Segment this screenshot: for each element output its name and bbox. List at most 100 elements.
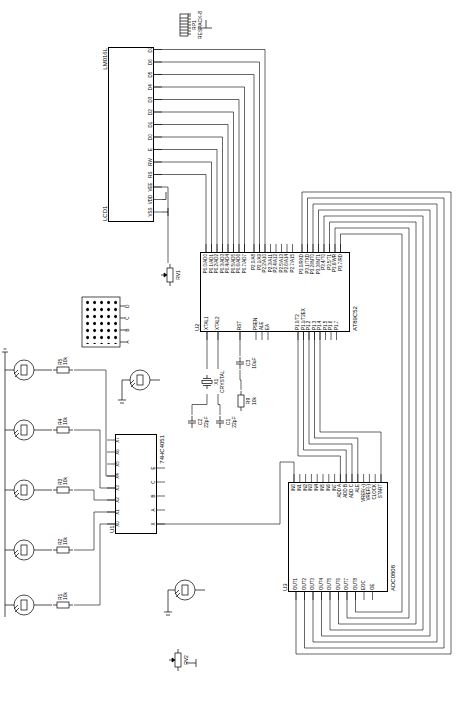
pin-lead bbox=[317, 474, 318, 482]
pin-label: P1.6 bbox=[329, 321, 334, 330]
pin-label: X2 bbox=[116, 497, 121, 503]
pin-label: D1 bbox=[149, 122, 154, 128]
pin-label: P2.4/A12 bbox=[274, 254, 279, 273]
pin-lead bbox=[287, 244, 288, 252]
pin-label: P2.5/A13 bbox=[279, 254, 284, 273]
capacitor: C122pF bbox=[214, 415, 238, 429]
pin-label: PSEN bbox=[254, 318, 259, 330]
pin-label: P1.5 bbox=[323, 321, 328, 330]
pin-label: VREF(-) bbox=[367, 484, 372, 501]
part-value: RESPACK-8 bbox=[198, 11, 204, 39]
pin-label: E bbox=[152, 466, 157, 469]
pin-label: VDD bbox=[149, 195, 154, 205]
wire bbox=[296, 192, 451, 654]
pin-label: IN4 bbox=[315, 484, 320, 491]
pin-label: P1.3 bbox=[312, 321, 317, 330]
pin-lead bbox=[157, 496, 165, 497]
pin-lead bbox=[336, 332, 337, 340]
wire bbox=[74, 512, 115, 550]
part-value: 22pF bbox=[232, 416, 238, 427]
pin-label: P3.6/WR bbox=[333, 254, 338, 272]
resistor: R910k bbox=[236, 390, 258, 412]
resistor: R410k bbox=[52, 416, 74, 435]
part-ref: LCD1 bbox=[102, 206, 108, 221]
resistor: R210k bbox=[52, 536, 74, 555]
pin-lead bbox=[157, 468, 165, 469]
pin-label: OE bbox=[370, 583, 375, 590]
pin-label: P3.5/T1 bbox=[327, 254, 332, 270]
part-ref: U1 bbox=[109, 525, 115, 533]
pin-label: X4 bbox=[116, 473, 121, 479]
pin-lead bbox=[107, 452, 115, 453]
resistor: R110k bbox=[52, 591, 74, 610]
lcd-module: LCD1LM016L bbox=[108, 47, 154, 222]
resistor-symbol bbox=[53, 546, 73, 554]
part-value: 10k bbox=[63, 417, 69, 425]
pin-label: VSS bbox=[149, 207, 154, 216]
pin-label: P3.3/INT1 bbox=[316, 254, 321, 274]
pin-label: P3.4/T0 bbox=[322, 254, 327, 270]
wire bbox=[192, 394, 207, 415]
pin-lead bbox=[363, 474, 364, 482]
wire bbox=[298, 332, 381, 482]
resistor-symbol bbox=[53, 426, 73, 434]
potentiometer: RV2 bbox=[168, 648, 191, 672]
pin-label: XTAL2 bbox=[216, 317, 221, 330]
pin-label: P2.3/A11 bbox=[268, 254, 273, 272]
pin-label: P0.2/AD2 bbox=[215, 254, 220, 273]
pin-label: D2 bbox=[149, 109, 154, 115]
pin-label: ADD C bbox=[350, 484, 355, 498]
pin-label: D3 bbox=[149, 97, 154, 103]
capacitor: C310uF bbox=[234, 356, 258, 370]
part-value: ADC0808 bbox=[390, 565, 396, 591]
pin-label: CLOCK bbox=[373, 484, 378, 500]
crystal-symbol bbox=[201, 375, 213, 389]
pin-label: P1.0/T2 bbox=[296, 314, 301, 330]
pin-label: IN7 bbox=[332, 484, 337, 491]
pin-lead bbox=[292, 244, 293, 252]
pin-label: RST bbox=[238, 321, 243, 330]
pin-label: ADD A bbox=[338, 484, 343, 498]
pin-label: P1.7 bbox=[334, 321, 339, 330]
resistor-pack-symbol bbox=[177, 13, 191, 37]
pin-lead bbox=[331, 332, 332, 340]
pin-label: A bbox=[126, 340, 131, 343]
pin-label: P1.1/T2EX bbox=[301, 308, 306, 330]
pin-label: X6 bbox=[116, 449, 121, 455]
pin-label: P0.3/AD3 bbox=[220, 254, 225, 273]
pin-label: B bbox=[152, 494, 157, 497]
pin-label: P0.6/AD6 bbox=[237, 254, 242, 273]
wire bbox=[74, 490, 115, 500]
pin-label: P0.4/AD4 bbox=[226, 254, 231, 273]
pin-lead bbox=[256, 332, 257, 340]
pin-lead bbox=[276, 244, 277, 252]
pin-label: OUT8 bbox=[353, 578, 358, 590]
pin-label: EA bbox=[266, 324, 271, 330]
pin-lead bbox=[372, 592, 373, 600]
wire bbox=[207, 332, 218, 369]
pin-label: IN6 bbox=[327, 484, 332, 491]
resistor-symbol bbox=[237, 391, 245, 411]
pin-label: D6 bbox=[149, 59, 154, 65]
pin-label: IN5 bbox=[321, 484, 326, 491]
pin-label: X0 bbox=[116, 521, 121, 527]
part-value: 10k bbox=[252, 397, 258, 405]
pin-label: START bbox=[379, 484, 384, 498]
pin-label: RW bbox=[149, 158, 154, 165]
pin-lead bbox=[311, 474, 312, 482]
wire bbox=[240, 332, 241, 356]
pin-lead bbox=[262, 332, 263, 340]
part-value: 10k bbox=[63, 357, 69, 365]
pin-label: X bbox=[152, 522, 157, 525]
pin-label: P0.1/AD1 bbox=[209, 254, 214, 273]
pin-lead bbox=[364, 592, 365, 600]
pin-label: X1 bbox=[116, 509, 121, 515]
pin-lead bbox=[305, 474, 306, 482]
part-ref: U2 bbox=[194, 323, 200, 331]
pin-label: ALE bbox=[260, 321, 265, 330]
wire bbox=[74, 430, 115, 488]
pin-label: P2.0/A8 bbox=[252, 254, 257, 270]
pin-label: D5 bbox=[149, 72, 154, 78]
pin-lead bbox=[107, 464, 115, 465]
